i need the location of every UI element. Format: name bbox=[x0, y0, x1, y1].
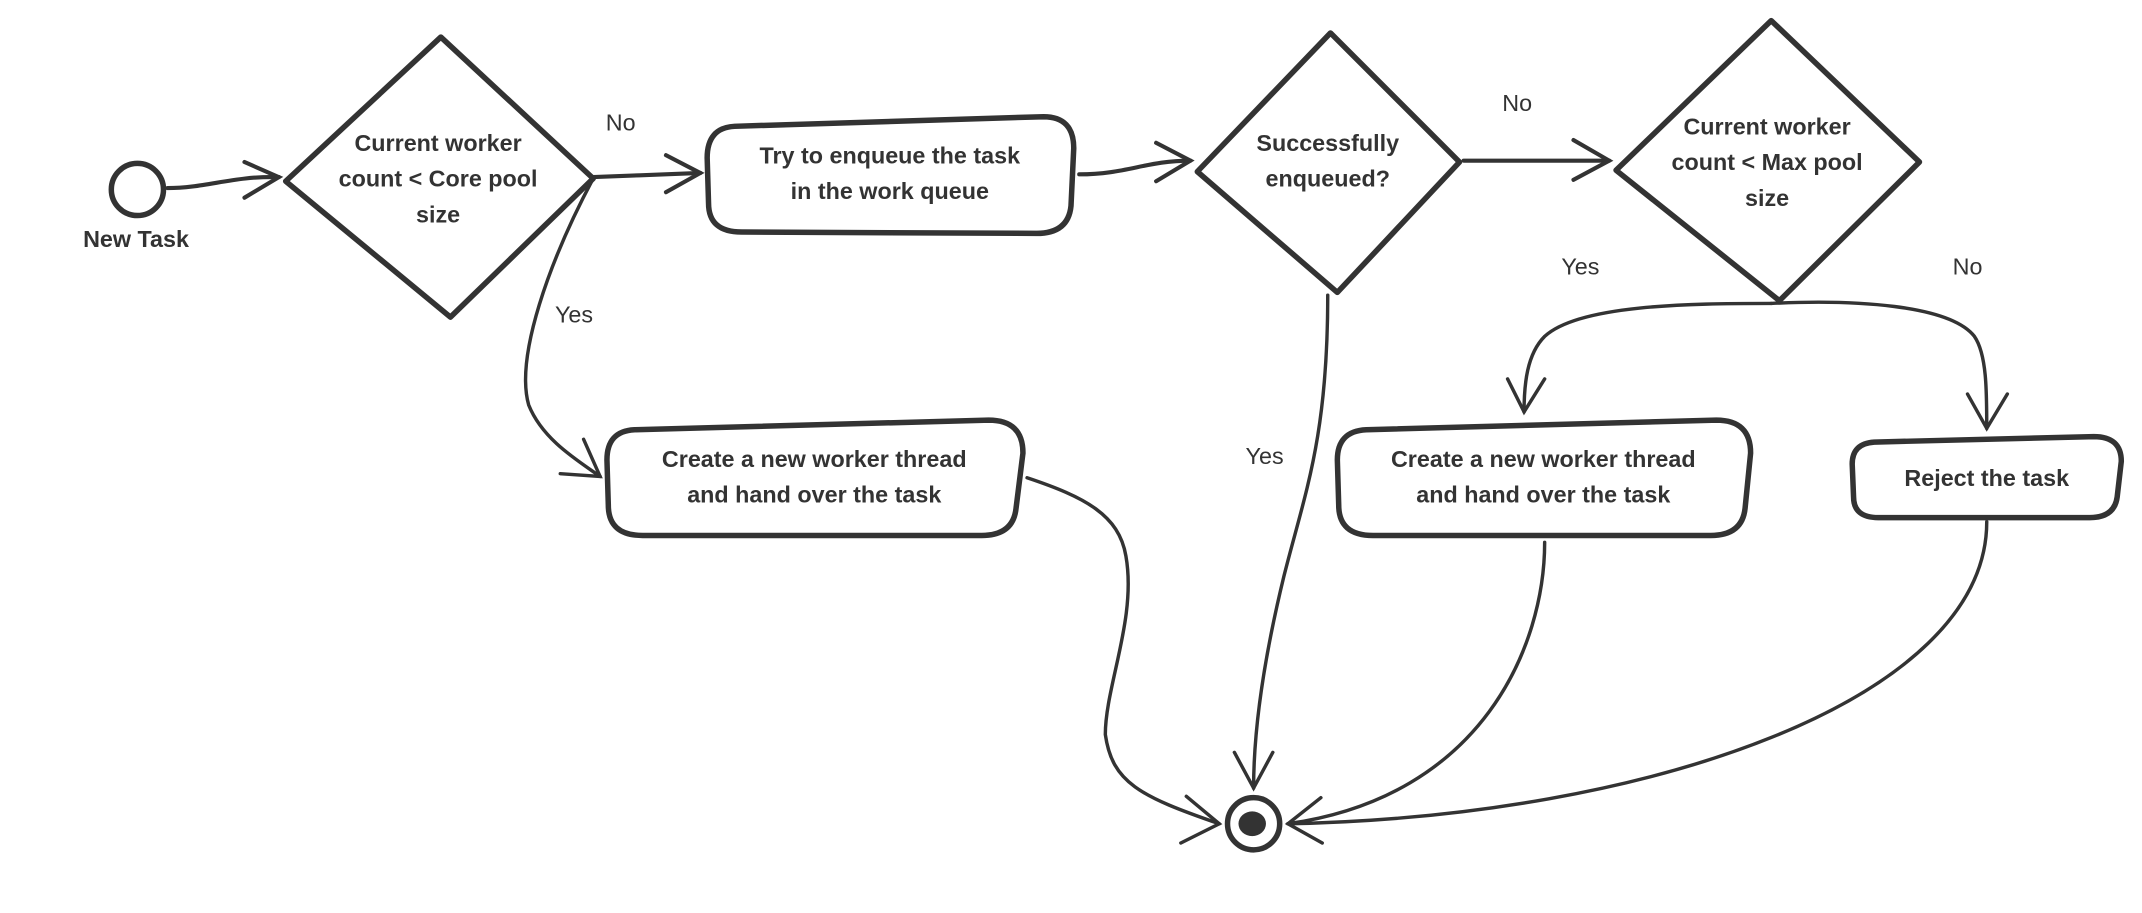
edge-enqueued-no-to-max bbox=[1461, 137, 1614, 182]
enqueue-line: in the work queue bbox=[791, 178, 989, 204]
edge-label-core-no: No bbox=[606, 109, 636, 135]
activity-create-worker-max[interactable]: Create a new worker thread and hand over… bbox=[1334, 417, 1754, 539]
create-worker-core-line: and hand over the task bbox=[687, 481, 941, 507]
activity-reject[interactable]: Reject the task bbox=[1849, 433, 2125, 521]
edge-label-enqueued-no: No bbox=[1502, 90, 1532, 116]
edge-label-max-yes: Yes bbox=[1561, 254, 1599, 280]
start-label: New Task bbox=[83, 226, 189, 252]
edge-max-no-to-reject bbox=[1769, 300, 2010, 432]
edge-label-core-yes: Yes bbox=[555, 302, 593, 328]
edge-core-no-to-enqueue bbox=[591, 153, 705, 195]
start-circle-icon bbox=[108, 160, 167, 219]
diamond-shape bbox=[1194, 30, 1463, 296]
decision-enqueued-line: Successfully bbox=[1256, 130, 1399, 156]
decision-core-line: count < Core pool bbox=[339, 166, 538, 192]
end-dot-icon bbox=[1238, 811, 1266, 837]
edge-enqueued-yes-to-end bbox=[1232, 293, 1330, 792]
edge-reject-to-end bbox=[1284, 519, 1989, 845]
end-node[interactable] bbox=[1224, 794, 1283, 853]
edge-label-max-no: No bbox=[1953, 254, 1983, 280]
decision-enqueued-line: enqueued? bbox=[1266, 166, 1390, 192]
edge-label-enqueued-yes: Yes bbox=[1246, 443, 1284, 469]
edge-start-to-core bbox=[165, 159, 284, 200]
rounded-box bbox=[1334, 417, 1754, 539]
rounded-box bbox=[704, 113, 1077, 237]
decision-max-line: size bbox=[1745, 185, 1789, 211]
enqueue-line: Try to enqueue the task bbox=[759, 142, 1020, 168]
activity-enqueue[interactable]: Try to enqueue the task in the work queu… bbox=[704, 113, 1077, 237]
create-worker-max-line: Create a new worker thread bbox=[1391, 446, 1696, 472]
create-worker-core-line: Create a new worker thread bbox=[662, 446, 967, 472]
diamond-shape bbox=[1613, 17, 1923, 304]
rounded-box bbox=[1849, 433, 2125, 521]
reject-label: Reject the task bbox=[1904, 465, 2069, 491]
edge-core-yes-to-create bbox=[524, 176, 603, 479]
edge-create-core-to-end bbox=[1025, 476, 1223, 845]
decision-core-line: size bbox=[416, 201, 460, 227]
decision-max-line: count < Max pool bbox=[1671, 149, 1862, 175]
rounded-box bbox=[604, 417, 1026, 539]
create-worker-max-line: and hand over the task bbox=[1416, 481, 1670, 507]
diamond-shape bbox=[282, 34, 596, 320]
edge-enqueue-to-enqueued bbox=[1077, 140, 1195, 184]
edge-create-max-to-end bbox=[1286, 540, 1547, 826]
decision-max-pool[interactable]: Current worker count < Max pool size bbox=[1613, 17, 1923, 304]
decision-enqueued[interactable]: Successfully enqueued? bbox=[1194, 30, 1463, 296]
activity-create-worker-core[interactable]: Create a new worker thread and hand over… bbox=[604, 417, 1026, 539]
edge-max-yes-to-create bbox=[1505, 301, 1773, 416]
decision-core-line: Current worker bbox=[354, 130, 521, 156]
start-node[interactable]: New Task bbox=[83, 160, 189, 252]
decision-max-line: Current worker bbox=[1683, 114, 1850, 140]
decision-core-pool[interactable]: Current worker count < Core pool size bbox=[282, 34, 596, 320]
